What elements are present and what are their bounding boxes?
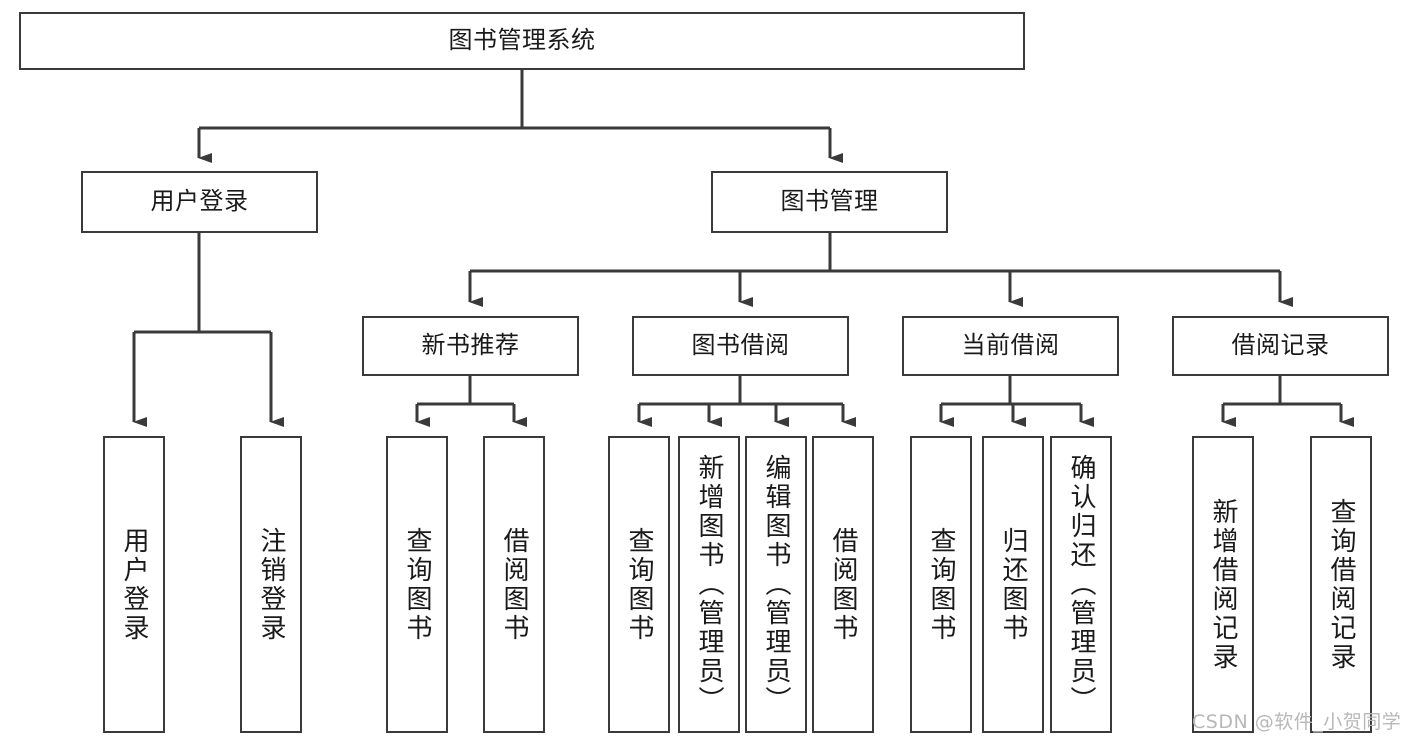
node-user-login[interactable]: 用户登录 [81,171,318,233]
leaf-user-login[interactable]: 用户登录 [103,436,165,733]
node-root[interactable]: 图书管理系统 [19,12,1025,70]
node-borrow-record-label: 借阅记录 [1231,331,1330,360]
leaf-query-book-recommend-label: 查询图书 [402,526,432,643]
leaf-query-book-current-label: 查询图书 [926,526,956,643]
csdn-watermark: CSDN @软件_小贺同学 [1192,711,1402,733]
node-book-management[interactable]: 图书管理 [711,171,948,233]
leaf-query-book-borrow-label: 查询图书 [624,526,654,643]
leaf-borrow-book-recommend-label: 借阅图书 [499,526,529,643]
leaf-confirm-return-admin[interactable]: 确认归还（管理员） [1050,436,1112,733]
leaf-borrow-book-recommend[interactable]: 借阅图书 [483,436,545,733]
node-current-borrow-label: 当前借阅 [961,331,1060,360]
leaf-borrow-book[interactable]: 借阅图书 [812,436,874,733]
leaf-add-borrow-record-label: 新增借阅记录 [1208,497,1238,672]
node-new-book-recommend[interactable]: 新书推荐 [362,316,579,376]
node-borrow-record[interactable]: 借阅记录 [1172,316,1389,376]
leaf-query-book-current[interactable]: 查询图书 [910,436,972,733]
leaf-return-book-label: 归还图书 [998,526,1028,643]
leaf-add-book-admin[interactable]: 新增图书（管理员） [678,436,740,733]
node-book-borrow-label: 图书借阅 [691,331,790,360]
leaf-return-book[interactable]: 归还图书 [982,436,1044,733]
leaf-add-book-admin-label: 新增图书（管理员） [694,454,724,715]
node-current-borrow[interactable]: 当前借阅 [902,316,1119,376]
leaf-query-borrow-record-label: 查询借阅记录 [1326,497,1356,672]
leaf-edit-book-admin[interactable]: 编辑图书（管理员） [745,436,807,733]
leaf-add-borrow-record[interactable]: 新增借阅记录 [1192,436,1254,733]
leaf-logout[interactable]: 注销登录 [240,436,302,733]
node-book-borrow[interactable]: 图书借阅 [632,316,849,376]
leaf-logout-label: 注销登录 [256,526,286,643]
leaf-user-login-label: 用户登录 [119,526,149,643]
node-new-book-recommend-label: 新书推荐 [421,331,520,360]
node-root-label: 图书管理系统 [448,26,596,55]
leaf-edit-book-admin-label: 编辑图书（管理员） [761,454,791,715]
node-book-management-label: 图书管理 [780,187,879,216]
leaf-borrow-book-label: 借阅图书 [828,526,858,643]
leaf-confirm-return-admin-label: 确认归还（管理员） [1066,454,1096,715]
leaf-query-book-recommend[interactable]: 查询图书 [386,436,448,733]
leaf-query-book-borrow[interactable]: 查询图书 [608,436,670,733]
node-user-login-label: 用户登录 [150,187,249,216]
leaf-query-borrow-record[interactable]: 查询借阅记录 [1310,436,1372,733]
